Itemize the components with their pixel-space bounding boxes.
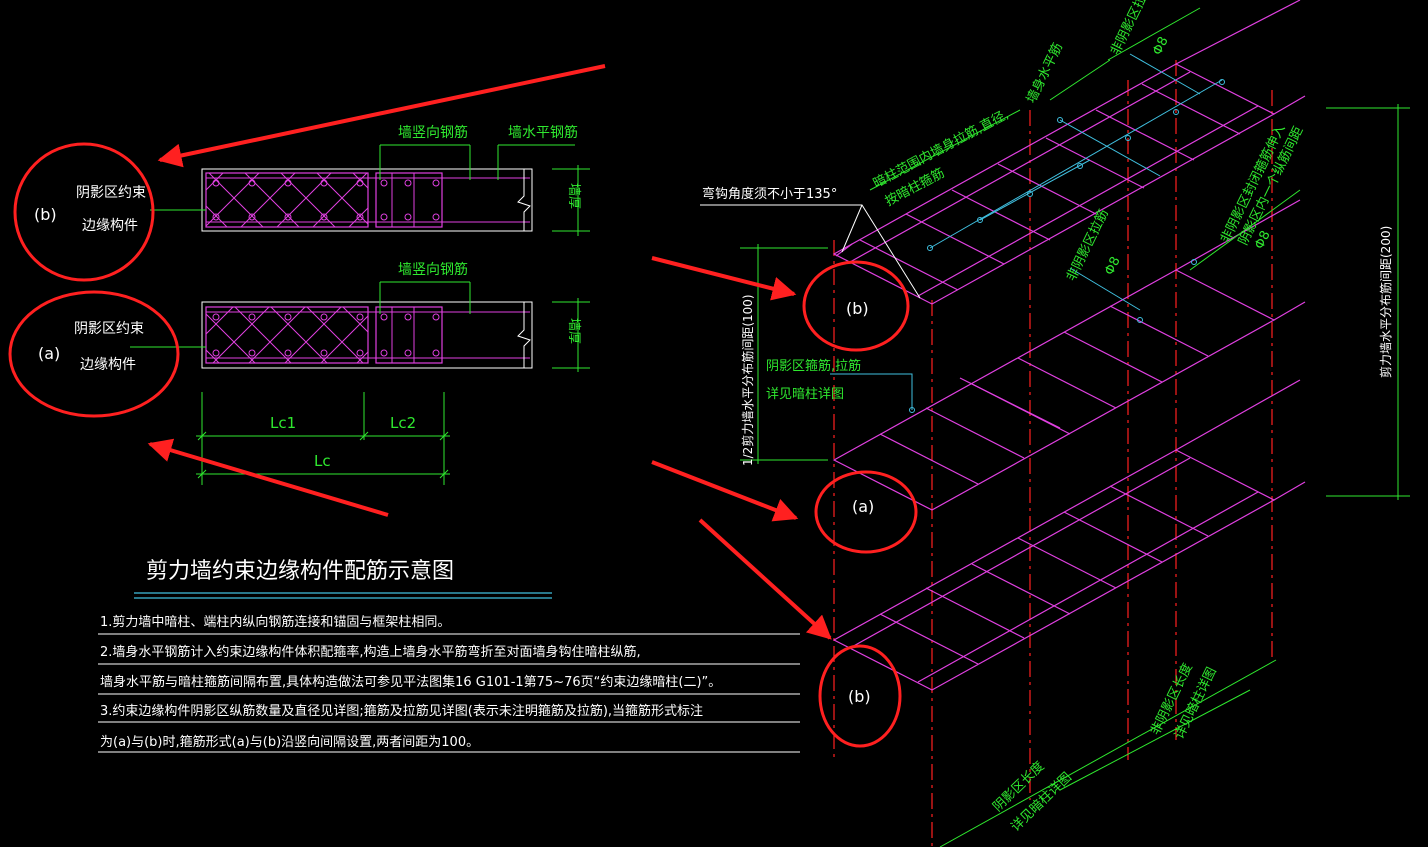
iso-tag-middle: (a) — [852, 497, 874, 516]
plan-b-section — [150, 144, 590, 236]
note-line-5: 为(a)与(b)时,箍筋形式(a)与(b)沿竖向间隔设置,两者间距为100。 — [100, 734, 479, 750]
plan-a-section — [130, 281, 590, 485]
plan-b-line2: 边缘构件 — [82, 218, 138, 234]
plan-b-wall-horizontal-label: 墙水平钢筋 — [508, 124, 578, 141]
iso-non-shadow-hoop-size: Φ8 — [1252, 229, 1274, 252]
arrow-to-plan-a — [147, 438, 389, 517]
note-line-3: 墙身水平筋与暗柱箍筋间隔布置,具体构造做法可参见平法图集16 G101-1第75… — [100, 674, 721, 690]
dim-lc1: Lc1 — [270, 414, 296, 432]
iso-non-shadow-tie-label: 非阴影区拉筋 — [1107, 0, 1156, 58]
dim-lc: Lc — [314, 452, 331, 470]
note-line-1: 1.剪力墙中暗柱、端柱内纵向钢筋连接和锚固与框架柱相同。 — [100, 614, 450, 630]
plan-a-thickness-label: 墙厚 — [566, 318, 581, 344]
arrow-to-plan-b — [157, 64, 606, 168]
plan-b-wall-vertical-label: 墙竖向钢筋 — [398, 124, 468, 141]
arrow-to-iso-top — [651, 256, 797, 301]
arrow-to-iso-middle — [651, 460, 799, 522]
iso-wall-horizontal-label: 墙身水平筋 — [1023, 40, 1066, 105]
plan-b-tag: (b) — [34, 205, 57, 224]
plan-a-wall-vertical-label: 墙竖向钢筋 — [398, 261, 468, 278]
plan-a-line2: 边缘构件 — [80, 357, 136, 373]
notes-block: 1.剪力墙中暗柱、端柱内纵向钢筋连接和锚固与框架柱相同。 2.墙身水平钢筋计入约… — [98, 614, 800, 753]
callout-circle-iso-middle — [814, 470, 918, 554]
callout-circle-iso-top — [802, 260, 910, 352]
iso-rebar-cage — [700, 0, 1410, 847]
arrow-to-iso-bottom — [698, 518, 832, 640]
iso-half-spacing-label: 1/2剪力墙水平分布筋间距(100) — [740, 294, 755, 466]
note-line-2: 2.墙身水平钢筋计入约束边缘构件体积配箍率,构造上墙身水平筋弯折至对面墙身钩住暗… — [100, 644, 641, 660]
note-line-4: 3.约束边缘构件阴影区纵筋数量及直径见详图;箍筋及拉筋见详图(表示未注明箍筋及拉… — [100, 703, 703, 719]
callout-circle-plan-a — [8, 290, 180, 418]
iso-full-spacing-label: 剪力墙水平分布筋间距(200) — [1378, 226, 1393, 378]
drawing-title: 剪力墙约束边缘构件配筋示意图 — [146, 559, 454, 584]
plan-b-thickness-label: 墙厚 — [566, 183, 581, 209]
callout-circle-iso-bottom — [818, 644, 902, 748]
iso-shadow-stirrup-label-2: 详见暗柱详图 — [766, 387, 844, 402]
callout-circle-plan-b — [13, 142, 155, 282]
iso-shadow-stirrup-label: 阴影区箍筋,拉筋 — [766, 358, 861, 374]
plan-a-tag: (a) — [38, 344, 60, 363]
iso-non-shadow-tie2-size: Φ8 — [1102, 255, 1124, 278]
iso-non-shadow-tie-size: Φ8 — [1150, 35, 1172, 58]
plan-a-line1: 阴影区约束 — [74, 321, 144, 337]
plan-b-line1: 阴影区约束 — [76, 185, 146, 201]
dim-lc2: Lc2 — [390, 414, 416, 432]
iso-tag-top: (b) — [846, 299, 869, 318]
iso-bend-angle-label: 弯钩角度须不小于135° — [702, 186, 837, 202]
iso-tag-bottom: (b) — [848, 687, 871, 706]
